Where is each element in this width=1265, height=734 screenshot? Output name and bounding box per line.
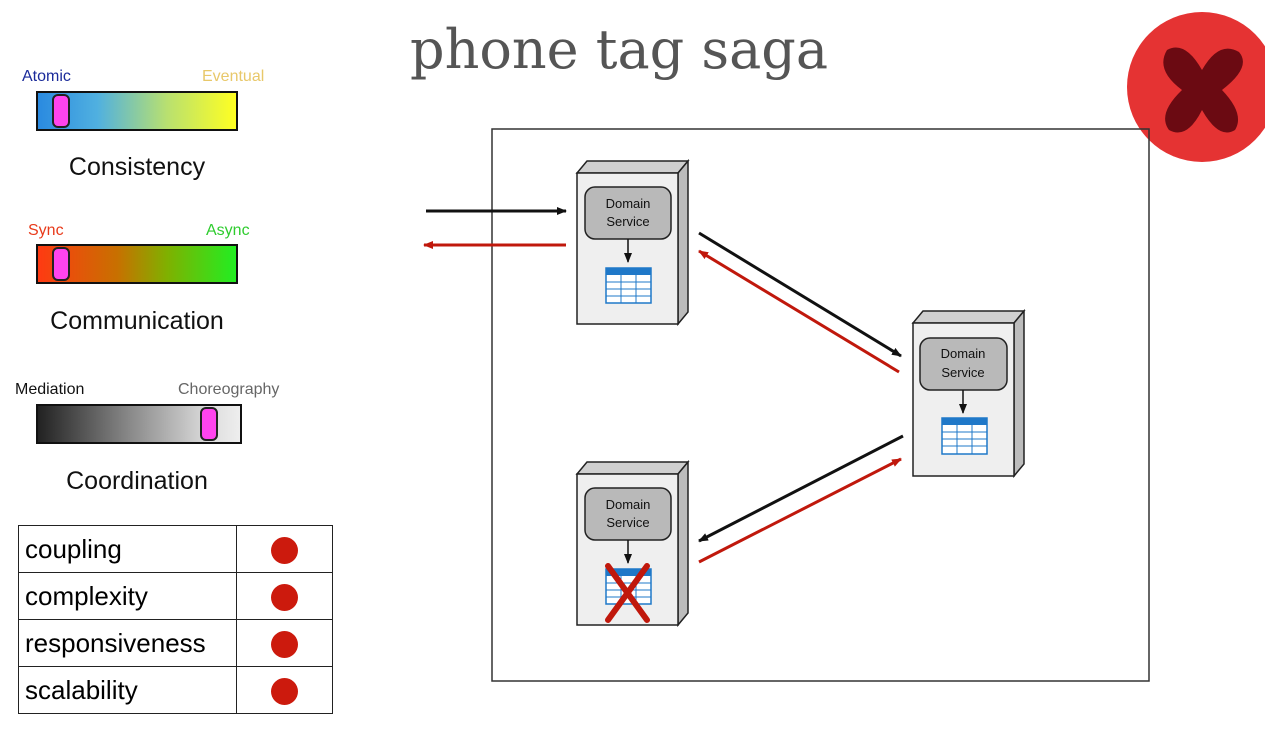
coordination-marker[interactable] <box>200 407 218 441</box>
coordination-bar <box>36 404 242 444</box>
service-label: Domain <box>941 346 986 361</box>
workflow-frame <box>491 128 1150 682</box>
service-label: Service <box>941 365 984 380</box>
call-arrow <box>698 231 902 358</box>
consistency-marker[interactable] <box>52 94 70 128</box>
metric-label: responsiveness <box>18 619 237 667</box>
metric-label: coupling <box>18 525 237 573</box>
communication-bar <box>36 244 238 284</box>
table-icon <box>941 417 988 455</box>
table-row: coupling <box>18 525 333 573</box>
communication-right-label: Async <box>206 222 250 239</box>
red-dot-icon <box>271 678 298 706</box>
metrics-table: coupling complexity responsiveness scala… <box>18 525 333 714</box>
table-row: responsiveness <box>18 619 333 667</box>
red-x-icon <box>1127 12 1265 162</box>
red-dot-icon <box>271 584 298 612</box>
red-x-mark-icon <box>605 563 650 623</box>
consistency-right-label: Eventual <box>202 68 265 85</box>
red-dot-icon <box>271 537 298 565</box>
service-label: Service <box>606 515 649 530</box>
metric-label: scalability <box>18 666 237 714</box>
domain-service-node: Domain Service <box>575 459 690 628</box>
page-title: phone tag saga <box>410 18 829 81</box>
metric-label: complexity <box>18 572 237 620</box>
service-label: Domain <box>606 196 651 211</box>
reply-arrow <box>698 249 900 374</box>
coordination-title: Coordination <box>66 467 208 495</box>
domain-service-node: Domain Service <box>911 308 1026 479</box>
service-label: Service <box>606 214 649 229</box>
coordination-right-label: Choreography <box>178 381 280 398</box>
coordination-left-label: Mediation <box>15 381 85 398</box>
table-row: complexity <box>18 572 333 620</box>
communication-title: Communication <box>50 307 224 335</box>
communication-marker[interactable] <box>52 247 70 281</box>
reply-arrow <box>698 457 902 564</box>
service-label: Domain <box>606 497 651 512</box>
consistency-bar <box>36 91 238 131</box>
table-row: scalability <box>18 666 333 714</box>
red-dot-icon <box>271 631 298 659</box>
table-icon <box>605 267 652 304</box>
communication-left-label: Sync <box>28 222 64 239</box>
consistency-left-label: Atomic <box>22 68 71 85</box>
domain-service-node: Domain Service <box>575 158 690 327</box>
consistency-title: Consistency <box>68 153 206 181</box>
call-arrow <box>698 434 904 543</box>
